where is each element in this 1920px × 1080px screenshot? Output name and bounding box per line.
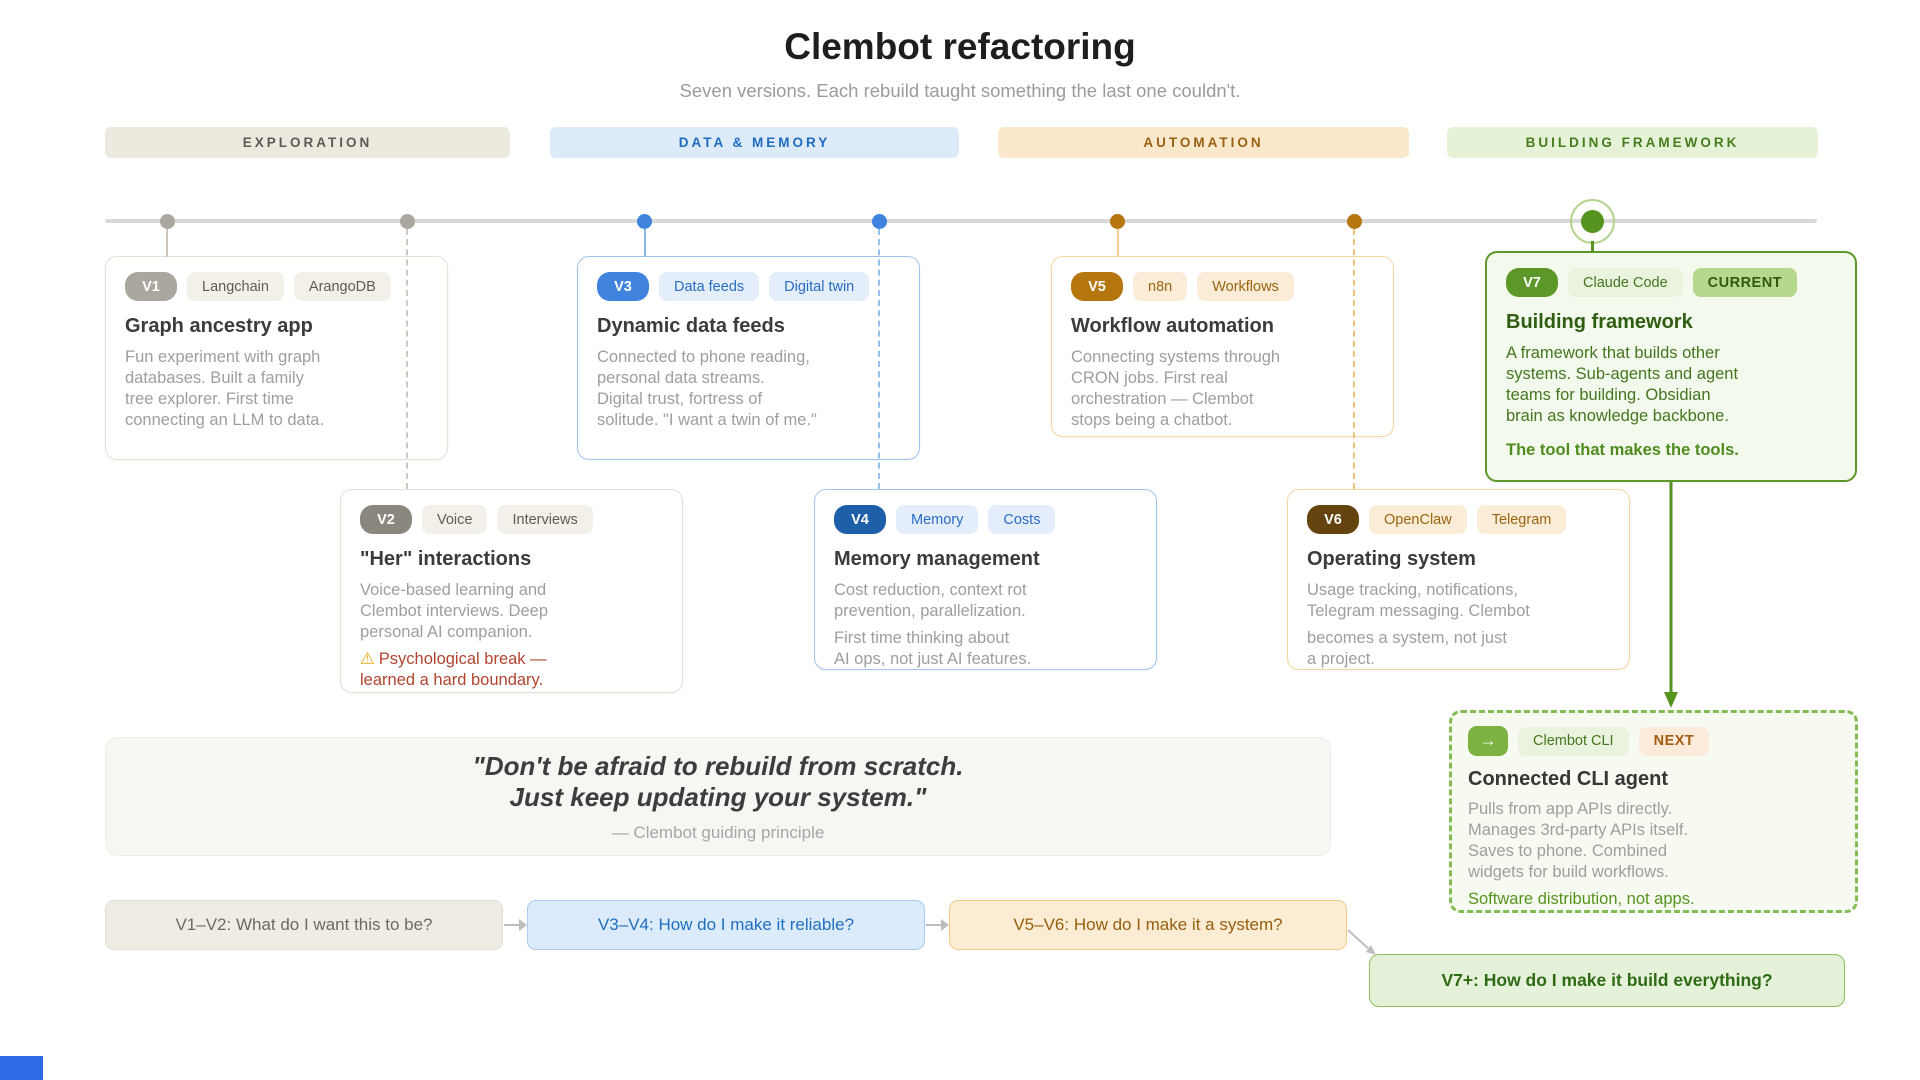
question-box-v7: V7+: How do I make it build everything? — [1369, 954, 1845, 1007]
card-title: Workflow automation — [1071, 315, 1274, 337]
badge-row: V1 Langchain ArangoDB — [125, 272, 428, 301]
warning-icon: ⚠ — [360, 650, 375, 668]
version-card-v7: V7 Claude Code CURRENT Building framewor… — [1485, 251, 1857, 482]
question-box-v1-v2: V1–V2: What do I want this to be? — [105, 900, 503, 950]
card-body: Cost reduction, context rot prevention, … — [834, 581, 1027, 620]
card-body: Connecting systems through CRON jobs. Fi… — [1071, 348, 1281, 429]
timeline-dot-v3 — [637, 214, 652, 229]
badge-row: V3 Data feeds Digital twin — [597, 272, 900, 301]
card-title: Dynamic data feeds — [597, 315, 785, 337]
card-body-secondary: becomes a system, not just a project. — [1307, 629, 1507, 668]
badge-row: V6 OpenClaw Telegram — [1307, 505, 1610, 534]
connector-v3 — [644, 229, 646, 257]
card-body: Fun experiment with graph databases. Bui… — [125, 348, 325, 429]
timeline-dot-v7 — [1581, 210, 1604, 233]
version-card-v3: V3 Data feeds Digital twin Dynamic data … — [577, 256, 920, 460]
phase-header-data-memory: DATA & MEMORY — [550, 127, 959, 158]
card-title: "Her" interactions — [360, 548, 532, 570]
question-box-v5-v6: V5–V6: How do I make it a system? — [949, 900, 1347, 950]
arrow-right-icon: → — [1468, 726, 1508, 756]
cli-agent-card: → Clembot CLI NEXT Connected CLI agent P… — [1449, 710, 1858, 913]
tag: Workflows — [1197, 272, 1294, 301]
phase-header-automation: AUTOMATION — [998, 127, 1409, 158]
card-title: Operating system — [1307, 548, 1476, 570]
badge-row: → Clembot CLI NEXT — [1468, 726, 1839, 756]
timeline-dot-v1 — [160, 214, 175, 229]
quote-attribution: — Clembot guiding principle — [611, 822, 825, 842]
current-badge: CURRENT — [1692, 268, 1798, 297]
timeline-dot-v4 — [872, 214, 887, 229]
version-badge: V7 — [1506, 268, 1558, 297]
card-title: Building framework — [1506, 311, 1693, 333]
card-title: Memory management — [834, 548, 1040, 570]
quote-line-2: Just keep updating your system." — [509, 781, 927, 812]
tag: Costs — [988, 505, 1056, 534]
tag: OpenClaw — [1369, 505, 1467, 534]
timeline-dot-v6 — [1347, 214, 1362, 229]
page-title: Clembot refactoring — [784, 26, 1136, 67]
card-body: Pulls from app APIs directly. Manages 3r… — [1468, 800, 1689, 881]
tag: n8n — [1133, 272, 1188, 301]
connector-v6 — [1353, 229, 1355, 489]
card-highlight: Software distribution, not apps. — [1468, 890, 1695, 908]
timeline-dot-v2 — [400, 214, 415, 229]
warning-note: ⚠Psychological break — learned a hard bo… — [360, 649, 663, 691]
arrow-right-icon — [504, 919, 527, 931]
arrow-diagonal-icon — [1347, 929, 1376, 955]
version-badge: V6 — [1307, 505, 1359, 534]
card-body-secondary: First time thinking about AI ops, not ju… — [834, 629, 1032, 668]
warning-text: Psychological break — learned a hard bou… — [360, 650, 547, 689]
version-badge: V4 — [834, 505, 886, 534]
card-body: Voice-based learning and Clembot intervi… — [360, 581, 548, 641]
card-body: Connected to phone reading, personal dat… — [597, 348, 817, 429]
quote-line-1: "Don't be afraid to rebuild from scratch… — [472, 750, 964, 781]
card-title: Graph ancestry app — [125, 315, 313, 337]
next-badge: NEXT — [1638, 726, 1710, 756]
version-card-v2: V2 Voice Interviews "Her" interactions V… — [340, 489, 683, 693]
version-card-v6: V6 OpenClaw Telegram Operating system Us… — [1287, 489, 1630, 670]
tag: Interviews — [497, 505, 593, 534]
tag: ArangoDB — [293, 272, 391, 301]
card-title: Connected CLI agent — [1468, 768, 1669, 790]
card-body: A framework that builds other systems. S… — [1506, 344, 1739, 425]
tag: Langchain — [187, 272, 284, 301]
version-badge: V5 — [1071, 272, 1123, 301]
tag: Clembot CLI — [1518, 726, 1629, 756]
down-arrow-icon — [1664, 482, 1678, 708]
connector-v2 — [406, 229, 408, 489]
page-subtitle: Seven versions. Each rebuild taught some… — [679, 80, 1241, 101]
arrow-right-icon — [926, 919, 949, 931]
tag: Digital twin — [769, 272, 870, 301]
version-badge: V3 — [597, 272, 649, 301]
version-badge: V2 — [360, 505, 412, 534]
badge-row: V7 Claude Code CURRENT — [1506, 268, 1836, 297]
badge-row: V4 Memory Costs — [834, 505, 1137, 534]
badge-row: V2 Voice Interviews — [360, 505, 663, 534]
phase-header-exploration: EXPLORATION — [105, 127, 510, 158]
tag: Claude Code — [1568, 268, 1683, 297]
version-badge: V1 — [125, 272, 177, 301]
tag: Memory — [896, 505, 979, 534]
tag: Data feeds — [659, 272, 760, 301]
phase-header-building-framework: BUILDING FRAMEWORK — [1447, 127, 1818, 158]
card-highlight: The tool that makes the tools. — [1506, 441, 1739, 459]
version-card-v4: V4 Memory Costs Memory management Cost r… — [814, 489, 1157, 670]
question-box-v3-v4: V3–V4: How do I make it reliable? — [527, 900, 925, 950]
tag: Voice — [422, 505, 488, 534]
connector-v5 — [1117, 229, 1119, 257]
version-card-v1: V1 Langchain ArangoDB Graph ancestry app… — [105, 256, 448, 460]
bottom-left-blue-strip — [0, 1056, 43, 1080]
tag: Telegram — [1476, 505, 1567, 534]
connector-v7 — [1591, 241, 1594, 252]
connector-v4 — [878, 229, 880, 489]
quote-box: "Don't be afraid to rebuild from scratch… — [105, 737, 1331, 856]
timeline-dot-v5 — [1110, 214, 1125, 229]
badge-row: V5 n8n Workflows — [1071, 272, 1374, 301]
version-card-v5: V5 n8n Workflows Workflow automation Con… — [1051, 256, 1394, 437]
card-body: Usage tracking, notifications, Telegram … — [1307, 581, 1530, 620]
timeline-axis — [105, 219, 1817, 223]
connector-v1 — [166, 229, 168, 257]
